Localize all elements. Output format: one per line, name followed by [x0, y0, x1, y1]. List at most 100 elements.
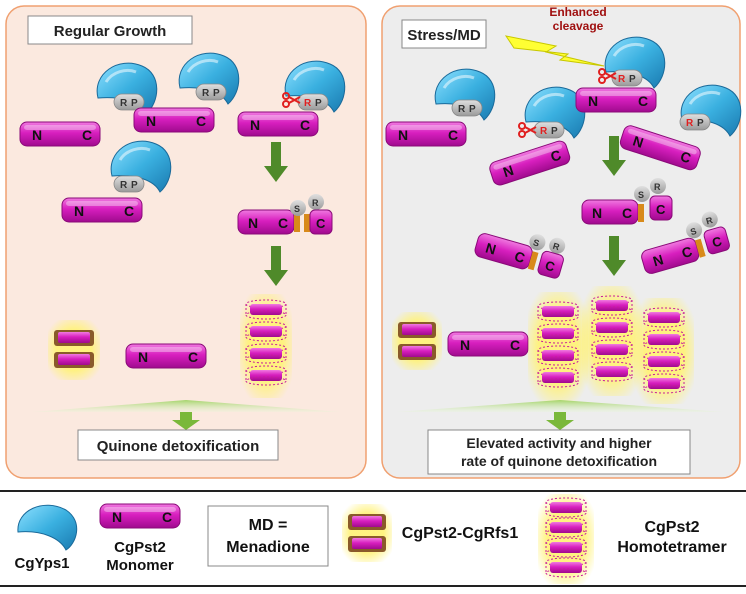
svg-text:N: N	[484, 240, 498, 258]
yps1-complex-2: R P	[177, 51, 241, 106]
legend-md-box	[207, 505, 329, 567]
svg-text:N: N	[588, 93, 598, 109]
left-title-box	[27, 15, 193, 45]
svg-text:N: N	[398, 127, 408, 143]
legend-md-label: MD =	[249, 517, 288, 534]
svg-text:C: C	[448, 127, 458, 143]
svg-text:C: C	[510, 337, 520, 353]
svg-text:C: C	[278, 215, 288, 231]
svg-text:N: N	[651, 251, 665, 269]
svg-text:R: R	[120, 98, 128, 109]
cleaved-product-tilted-2: N C S R C	[641, 211, 730, 274]
svg-text:P: P	[315, 98, 322, 109]
svg-text:R: R	[618, 74, 626, 85]
yps1-complex-3: R P	[109, 139, 173, 194]
svg-text:cleavage: cleavage	[553, 19, 604, 33]
yps1-right-3: R P	[598, 35, 667, 90]
svg-text:C: C	[300, 117, 310, 133]
legend-complex-icon	[342, 504, 392, 562]
monomer-bound-3: N C	[61, 197, 143, 223]
monomer-tilted-2: N C	[618, 123, 703, 173]
svg-text:C: C	[638, 93, 648, 109]
svg-text:C: C	[678, 148, 693, 166]
homotetramer-right-1	[528, 292, 588, 402]
monomer-bound-1: N C	[133, 107, 215, 133]
pst2-rfs1-complex-right	[392, 312, 442, 370]
legend-tetramer-icon	[538, 494, 594, 584]
svg-text:C: C	[124, 203, 134, 219]
svg-text:C: C	[196, 113, 206, 129]
svg-text:R: R	[120, 180, 128, 191]
svg-text:P: P	[131, 180, 138, 191]
yps1-complex-1: R P	[95, 61, 159, 116]
svg-text:R: R	[458, 104, 466, 115]
svg-text:N: N	[501, 162, 516, 180]
monomer-free: N C	[19, 121, 101, 147]
monomer-free-right: N C	[385, 121, 467, 147]
svg-text:C: C	[188, 349, 198, 365]
svg-text:P: P	[697, 118, 704, 129]
monomer-tilted-1: N C	[487, 138, 573, 188]
svg-text:C: C	[549, 146, 564, 164]
homotetramer-right-3	[634, 298, 694, 404]
legend-monomer-icon: N C	[99, 503, 181, 529]
svg-text:R: R	[540, 126, 548, 137]
svg-text:N: N	[592, 205, 602, 221]
pst2-rfs1-complex-left	[48, 320, 100, 380]
svg-text:P: P	[469, 104, 476, 115]
svg-text:R: R	[304, 98, 312, 109]
right-result-line2: rate of quinone detoxification	[461, 453, 657, 469]
cleaved-product-tilted-1: N C S R C	[474, 233, 566, 279]
left-title: Regular Growth	[54, 23, 167, 40]
left-result-box	[77, 429, 279, 461]
legend-yps1-label: CgYps1	[14, 555, 69, 572]
svg-text:Monomer: Monomer	[106, 557, 174, 574]
svg-text:N: N	[250, 117, 260, 133]
svg-text:Menadione: Menadione	[226, 539, 310, 556]
svg-text:S: S	[294, 204, 300, 214]
floor-wedge	[32, 400, 340, 412]
svg-text:C: C	[622, 205, 632, 221]
svg-text:P: P	[629, 74, 636, 85]
svg-text:P: P	[131, 98, 138, 109]
monomer-cleaving: N C	[237, 111, 319, 137]
svg-text:R: R	[552, 241, 561, 253]
svg-text:S: S	[638, 190, 644, 200]
yps1-right-4: R P	[679, 83, 743, 138]
svg-text:S: S	[689, 226, 698, 237]
svg-text:C: C	[680, 243, 694, 261]
svg-text:P: P	[213, 88, 220, 99]
svg-text:N: N	[631, 132, 646, 150]
cleaved-product-right: N C S R C	[581, 178, 673, 225]
floor-wedge-right	[396, 400, 724, 412]
legend-complex-label: CgPst2-CgRfs1	[402, 525, 519, 542]
right-title-box	[401, 19, 487, 49]
svg-text:N: N	[112, 509, 122, 525]
legend-tetramer-label: CgPst2	[644, 519, 699, 536]
svg-text:P: P	[551, 126, 558, 137]
svg-text:N: N	[74, 203, 84, 219]
yps1-right-2: R P	[518, 85, 587, 140]
legend-yps1-icon	[17, 504, 78, 551]
svg-text:S: S	[532, 237, 541, 248]
yps1-right-1: R P	[433, 67, 497, 122]
cleavage-note: Enhanced	[549, 5, 606, 19]
monomer-free-bottom-right: N C	[447, 331, 529, 357]
monomer-right-center: N C	[575, 87, 657, 113]
svg-text:N: N	[460, 337, 470, 353]
svg-text:C: C	[162, 509, 172, 525]
svg-text:N: N	[32, 127, 42, 143]
homotetramer-right-2	[582, 286, 642, 396]
down-arrow-icon	[172, 412, 200, 430]
left-result: Quinone detoxification	[97, 438, 260, 455]
cleaved-product: N C S R C	[237, 194, 333, 235]
right-title: Stress/MD	[407, 27, 481, 44]
svg-text:N: N	[146, 113, 156, 129]
right-result-box	[427, 429, 691, 475]
svg-text:R: R	[705, 215, 714, 227]
down-arrow-icon	[546, 412, 574, 430]
svg-text:N: N	[138, 349, 148, 365]
yps1-cleaving: R P	[282, 59, 347, 114]
svg-text:C: C	[513, 248, 527, 266]
